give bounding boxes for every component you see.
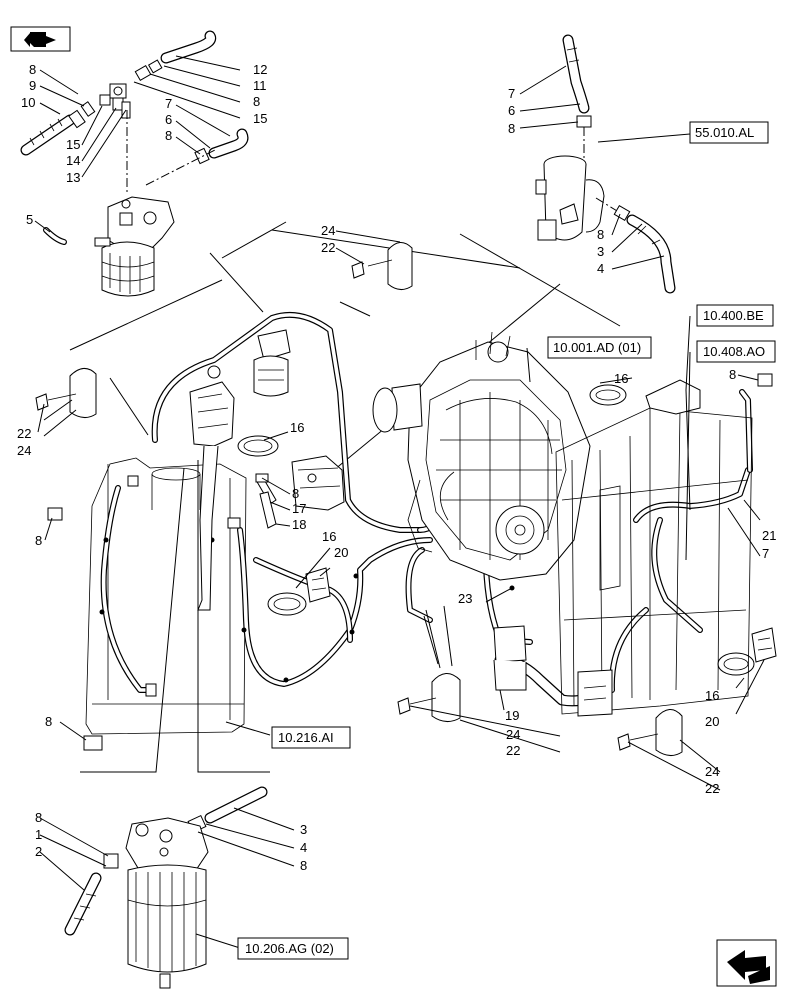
callout-7: 7 [762, 546, 769, 561]
svg-text:10.001.AD (01): 10.001.AD (01) [553, 340, 641, 355]
callout-4: 4 [597, 261, 604, 276]
callout-12: 12 [253, 62, 267, 77]
reference-55-010-al[interactable]: 55.010.AL [689, 121, 769, 144]
callout-7: 7 [508, 86, 515, 101]
reference-10-408-ao[interactable]: 10.408.AO [696, 340, 776, 363]
callout-8: 8 [597, 227, 604, 242]
callout-17: 17 [292, 501, 306, 516]
callout-4: 4 [300, 840, 307, 855]
callout-24: 24 [506, 727, 520, 742]
callout-24: 24 [17, 443, 31, 458]
svg-text:10.206.AG (02): 10.206.AG (02) [245, 941, 334, 956]
main-assembly [35, 221, 777, 773]
callout-24: 24 [705, 764, 719, 779]
callout-8: 8 [45, 714, 52, 729]
top-left-detail [20, 30, 249, 297]
callout-22: 22 [705, 781, 719, 796]
callout-20: 20 [334, 545, 348, 560]
callout-16: 16 [322, 529, 336, 544]
engine-block [372, 331, 591, 581]
callout-6: 6 [165, 112, 172, 127]
top-right-detail [535, 34, 676, 294]
callout-10: 10 [21, 95, 35, 110]
callout-14: 14 [66, 153, 80, 168]
callout-8: 8 [29, 62, 36, 77]
callout-13: 13 [66, 170, 80, 185]
reference-10-001-ad-01[interactable]: 10.001.AD (01) [547, 336, 652, 359]
callout-8: 8 [165, 128, 172, 143]
previous-page-arrow-icon[interactable] [716, 939, 777, 987]
callout-8: 8 [729, 367, 736, 382]
callout-16: 16 [705, 688, 719, 703]
reference-10-206-ag-02[interactable]: 10.206.AG (02) [237, 937, 349, 960]
callout-16: 16 [614, 371, 628, 386]
callout-1: 1 [35, 827, 42, 842]
callout-22: 22 [17, 426, 31, 441]
callout-16: 16 [290, 420, 304, 435]
svg-text:55.010.AL: 55.010.AL [695, 125, 754, 140]
bottom-detail [64, 786, 268, 989]
callout-6: 6 [508, 103, 515, 118]
callout-8: 8 [35, 810, 42, 825]
svg-text:10.216.AI: 10.216.AI [278, 730, 334, 745]
callout-22: 22 [321, 240, 335, 255]
callout-leaders [34, 55, 765, 949]
reference-10-216-ai[interactable]: 10.216.AI [271, 726, 351, 749]
callout-22: 22 [506, 743, 520, 758]
reference-boxes: 55.010.AL 10.001.AD (01) 10.400.BE 10.40… [237, 121, 776, 960]
callout-numbers: 8 9 10 15 14 13 12 11 8 15 7 6 8 5 7 6 8… [17, 62, 776, 873]
callout-8: 8 [253, 94, 260, 109]
callout-11: 11 [253, 78, 267, 93]
callout-18: 18 [292, 517, 306, 532]
svg-text:10.408.AO: 10.408.AO [703, 344, 765, 359]
callout-23: 23 [458, 591, 472, 606]
callout-3: 3 [300, 822, 307, 837]
next-page-arrow-icon[interactable] [10, 26, 71, 52]
callout-8: 8 [292, 486, 299, 501]
callout-2: 2 [35, 844, 42, 859]
callout-21: 21 [762, 528, 776, 543]
callout-3: 3 [597, 244, 604, 259]
callout-8: 8 [300, 858, 307, 873]
reference-10-400-be[interactable]: 10.400.BE [696, 304, 774, 327]
callout-15: 15 [66, 137, 80, 152]
callout-19: 19 [505, 708, 519, 723]
callout-20: 20 [705, 714, 719, 729]
callout-8: 8 [35, 533, 42, 548]
svg-text:10.400.BE: 10.400.BE [703, 308, 764, 323]
callout-5: 5 [26, 212, 33, 227]
callout-24: 24 [321, 223, 335, 238]
callout-7: 7 [165, 96, 172, 111]
callout-15: 15 [253, 111, 267, 126]
callout-9: 9 [29, 78, 36, 93]
callout-8: 8 [508, 121, 515, 136]
